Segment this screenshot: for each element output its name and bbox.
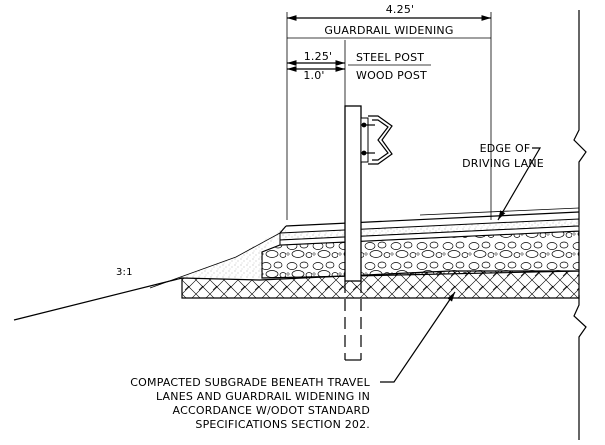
edge-callout-line1: EDGE OF <box>480 142 531 155</box>
edge-of-driving-lane-callout: EDGE OF DRIVING LANE <box>462 142 544 221</box>
right-break-line-icon <box>573 10 587 440</box>
wood-post-label: WOOD POST <box>356 69 427 82</box>
shoulder-fill-stipple <box>149 226 286 289</box>
w-beam-rail <box>360 115 393 165</box>
steel-post-label: STEEL POST <box>356 51 424 64</box>
subgrade-note-callout: COMPACTED SUBGRADE BENEATH TRAVEL LANES … <box>130 291 456 431</box>
pavement-surface-layers <box>279 207 580 246</box>
edge-callout-line2: DRIVING LANE <box>462 157 544 170</box>
steel-post-offset-value: 1.25' <box>304 50 333 63</box>
overall-dimension-label: GUARDRAIL WIDENING <box>324 24 453 37</box>
embankment-slope: 3:1 <box>13 267 183 321</box>
overall-width-dimension: 4.25' GUARDRAIL WIDENING <box>286 3 492 220</box>
subgrade-note-line1: COMPACTED SUBGRADE BENEATH TRAVEL <box>130 376 370 389</box>
guardrail-post <box>344 105 362 361</box>
post-offset-dimension: 1.25' 1.0' STEEL POST WOOD POST <box>287 40 431 106</box>
subgrade-note-line3: ACCORDANCE W/ODOT STANDARD <box>173 404 370 417</box>
subgrade-note-line4: SPECIFICATIONS SECTION 202. <box>195 418 370 431</box>
wood-post-offset-value: 1.0' <box>303 69 324 82</box>
overall-dimension-value: 4.25' <box>386 3 415 16</box>
slope-ratio-label: 3:1 <box>116 267 133 278</box>
subgrade-note-line2: LANES AND GUARDRAIL WIDENING IN <box>156 390 370 403</box>
